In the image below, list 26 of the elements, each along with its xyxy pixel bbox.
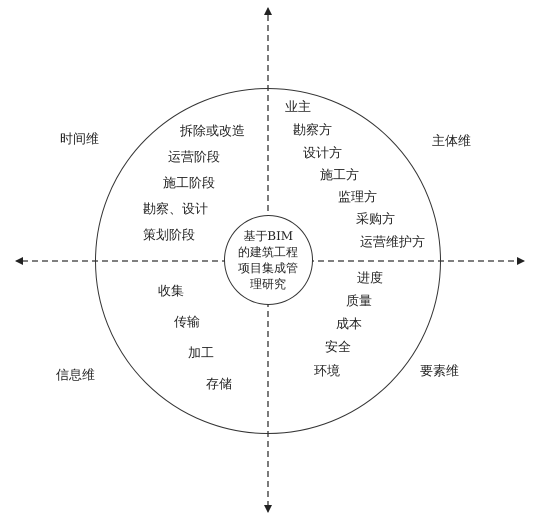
item-label: 勘察、设计 <box>143 202 208 218</box>
item-label: 成本 <box>336 317 362 333</box>
item-label: 施工阶段 <box>163 176 215 192</box>
item-label: 传输 <box>174 315 200 331</box>
item-label: 运营维护方 <box>360 235 425 251</box>
item-label: 采购方 <box>356 212 395 228</box>
item-label: 施工方 <box>320 168 359 184</box>
item-label: 监理方 <box>338 190 377 206</box>
item-label: 存储 <box>206 377 232 393</box>
item-label: 运营阶段 <box>168 150 220 166</box>
item-label: 加工 <box>188 346 214 362</box>
item-label: 质量 <box>346 294 372 310</box>
center-title: 基于BIM 的建筑工程项目集成管理研究 <box>237 228 300 292</box>
dimension-title: 时间维 <box>60 132 99 148</box>
item-label: 拆除或改造 <box>180 124 245 140</box>
dimension-title: 信息维 <box>56 368 95 384</box>
item-label: 业主 <box>285 100 311 116</box>
item-label: 进度 <box>357 271 383 287</box>
item-label: 收集 <box>158 284 184 300</box>
item-label: 安全 <box>325 340 351 356</box>
item-label: 环境 <box>314 364 340 380</box>
dimension-title: 主体维 <box>432 134 471 150</box>
item-label: 策划阶段 <box>143 228 195 244</box>
item-label: 勘察方 <box>293 123 332 139</box>
dimension-title: 要素维 <box>420 364 459 380</box>
item-label: 设计方 <box>303 146 342 162</box>
